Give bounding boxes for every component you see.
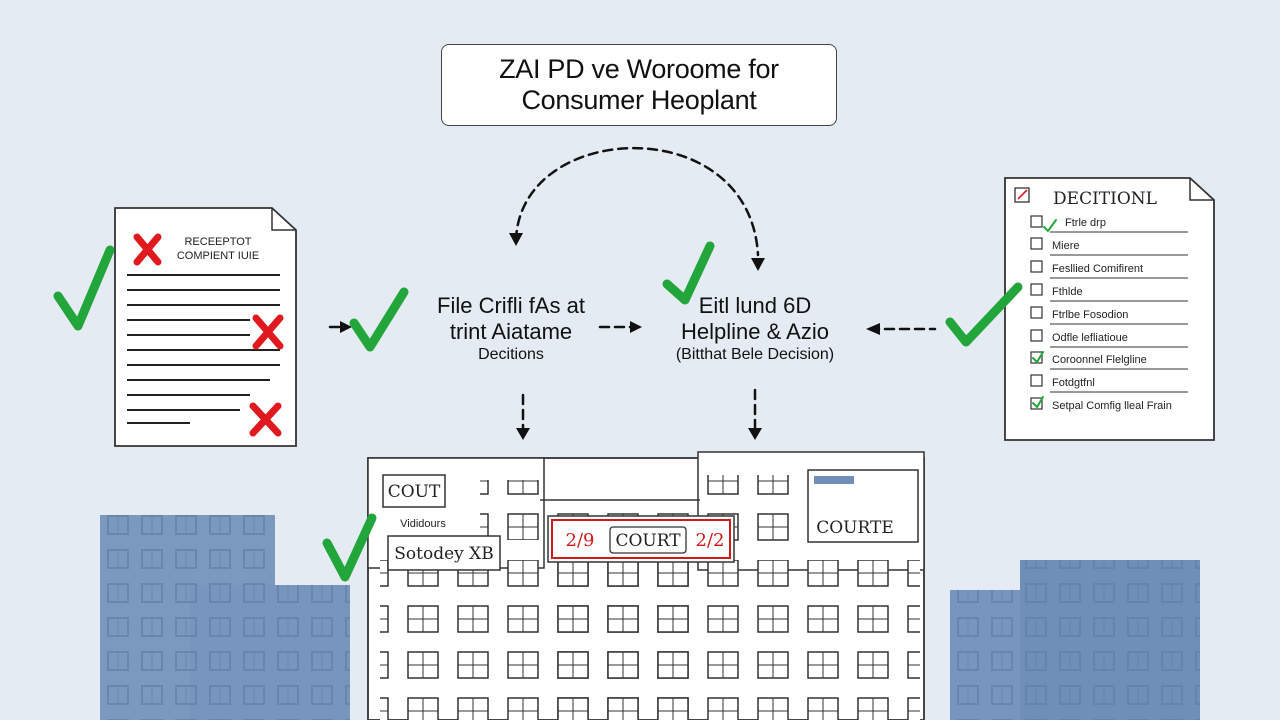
node-helpline: Eitl lund 6D Helpline & Azio (Bitthat Be…: [655, 293, 855, 365]
right-doc-item: Odfle lefliatioue: [1052, 332, 1128, 344]
node-helpline-line-3: (Bitthat Bele Decision): [675, 346, 835, 363]
left-doc-heading-1: RECEEPTOT: [184, 236, 251, 248]
node-file-decisions-line-2: trint Aiatame: [449, 319, 573, 344]
left-doc-heading-2: COMPIENT IUIE: [177, 250, 259, 262]
title-line-1: ZAI PD ve Woroome for: [499, 54, 779, 84]
title-line-2: Consumer Heoplant: [521, 85, 757, 115]
court-sign-left: COUT: [382, 474, 446, 508]
right-doc-item: Fesllied Comifirent: [1052, 263, 1143, 275]
right-doc-title: DECITIONL: [1053, 189, 1157, 209]
court-sign-left2-text: Sotodey XB: [394, 544, 494, 564]
court-mark-left: 2/9: [566, 530, 595, 551]
document-icon: RECEEPTOT COMPIENT IUIE: [114, 207, 297, 447]
court-sign-right: COURTE: [807, 469, 919, 543]
right-doc-item: Fotdgtfnl: [1052, 377, 1095, 389]
right-doc-item: Ftrle drp: [1065, 217, 1106, 229]
node-helpline-line-1: Eitl lund 6D: [698, 293, 812, 318]
node-file-decisions: File Crifli fAs at trint Aiatame Decitio…: [416, 293, 606, 365]
right-doc-item: Ftrlbe Fosodion: [1052, 309, 1128, 321]
node-file-decisions-line-3: Decitions: [478, 346, 544, 363]
dashed-arrow-icon: [328, 146, 937, 434]
court-mark-right: 2/2: [696, 530, 725, 551]
node-helpline-line-2: Helpline & Azio: [681, 319, 829, 344]
right-doc-item: Coroonnel Flelgline: [1052, 354, 1147, 366]
court-sign-center: 2/9 COURT 2/2: [547, 515, 735, 563]
court-sign-left2: Sotodey XB: [387, 535, 501, 571]
background-buildings: [100, 515, 1200, 720]
court-label-left: Vididours: [400, 518, 446, 530]
title-box: ZAI PD ve Woroome for Consumer Heoplant: [441, 44, 837, 126]
arrow-heads: [340, 233, 880, 440]
node-file-decisions-line-1: File Crifli fAs at: [437, 293, 585, 318]
right-doc-item: Setpal Comfig lleal Frain: [1052, 400, 1172, 412]
cross-icon: [133, 233, 284, 437]
court-sign-right-text: COURTE: [816, 518, 894, 538]
check-icon: [53, 241, 1023, 582]
decision-document-icon: DECITIONL Ftrle drp Miere Fesllied Comif…: [1004, 177, 1215, 441]
court-sign-center-text: COURT: [615, 531, 681, 551]
court-sign-left-text: COUT: [388, 482, 441, 502]
right-doc-item: Miere: [1052, 240, 1080, 252]
right-doc-item: Fthlde: [1052, 286, 1083, 298]
